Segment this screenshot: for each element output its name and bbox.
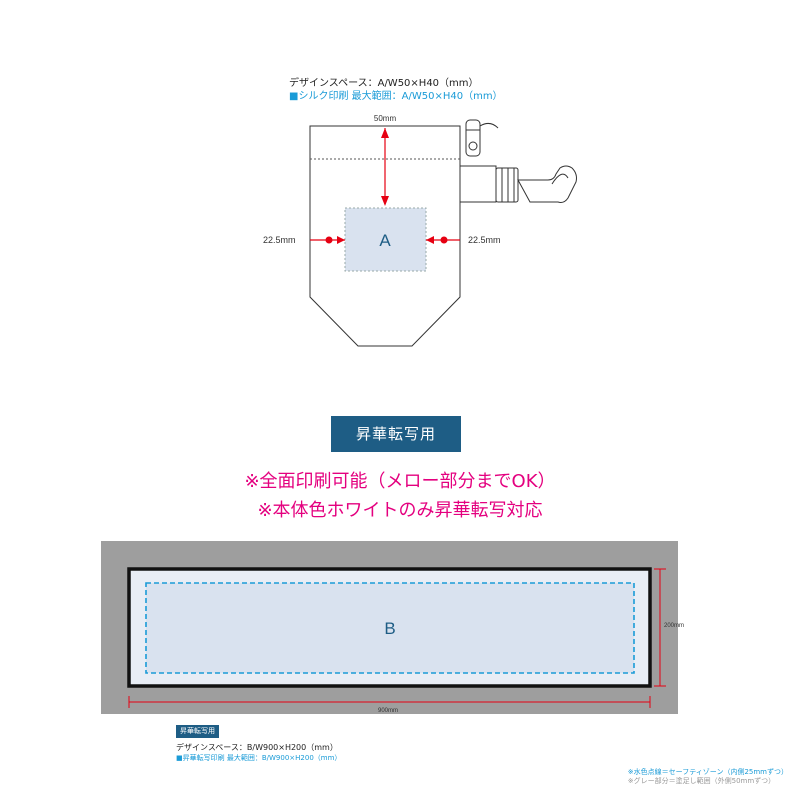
cord-stopper-icon [465, 119, 499, 157]
full-print-note: ※全面印刷可能（メロー部分までOK） [244, 471, 556, 492]
dimension-right-label: 22.5mm [468, 235, 501, 245]
top-design-space-text: デザインスペース：A/W50×H40（mm） [289, 78, 479, 89]
sublimation-mini-badge: 昇華転写用 [176, 725, 219, 738]
sublimation-badge: 昇華転写用 [331, 416, 461, 452]
pouch-diagram: 50mm 22.5mm 22.5mm A [263, 114, 577, 347]
top-design-space-caption: デザインスペース：A/W50×H40（mm） ■シルク印刷 最大範囲：A/W50… [289, 77, 503, 103]
carabiner-clip-icon [459, 165, 577, 203]
safety-zone [145, 582, 635, 674]
dimension-height-label: 200mm [664, 623, 684, 629]
dimension-right-marker [426, 236, 460, 244]
dimension-top-label: 50mm [374, 114, 397, 123]
white-only-note: ※本体色ホワイトのみ昇華転写対応 [257, 500, 543, 521]
dimension-left-label: 22.5mm [263, 235, 296, 245]
top-silk-print-range-text: ■シルク印刷 最大範囲：A/W50×H40（mm） [289, 91, 503, 102]
zone-legend: ※水色点線＝セーフティゾーン（内側25mmずつ） ※グレー部分＝塗足し範囲（外側… [628, 768, 788, 786]
bottom-sublimation-range-text: ■昇華転写印刷 最大範囲：B/W900×H200（mm） [176, 754, 342, 762]
print-area-b-label: B [384, 619, 395, 638]
sublimation-layout-diagram: B 200mm 900mm [101, 541, 684, 714]
dimension-width-label: 900mm [378, 708, 398, 714]
bottom-design-space-caption: 昇華転写用 デザインスペース：B/W900×H200（mm） ■昇華転写印刷 最… [176, 725, 341, 764]
bottom-design-space-text: デザインスペース：B/W900×H200（mm） [176, 743, 338, 752]
dimension-left-marker [310, 236, 345, 244]
safety-zone-legend: ※水色点線＝セーフティゾーン（内側25mmずつ） [627, 768, 788, 776]
dimension-height-marker [654, 568, 666, 687]
bleed-area-legend: ※グレー部分＝塗足し範囲（外側50mmずつ） [627, 777, 776, 785]
print-area-a-label: A [379, 231, 391, 250]
dimension-top-arrow [381, 128, 389, 206]
dimension-width-marker [128, 696, 651, 708]
